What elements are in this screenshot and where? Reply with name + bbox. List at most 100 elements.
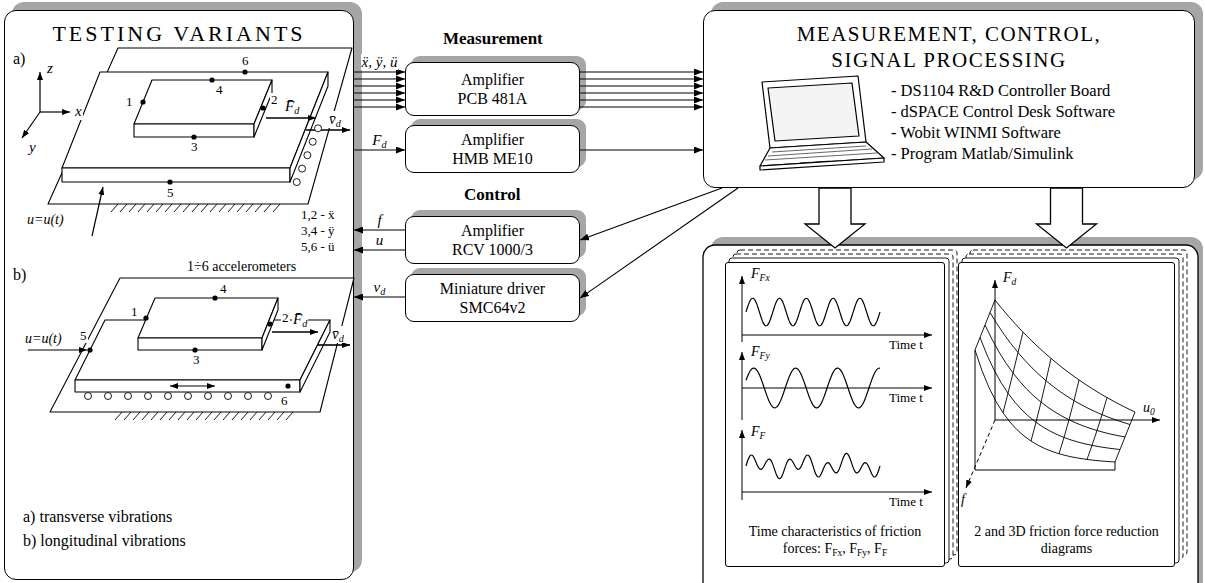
roller-bearing <box>225 393 232 400</box>
list-item: - Wobit WINMI Software <box>891 122 1184 143</box>
time-plot <box>742 352 743 420</box>
testing-rig-a <box>167 179 172 184</box>
callout-number: 1 <box>130 305 139 319</box>
testing-rig-b <box>285 383 290 388</box>
list-item: - Program Matlab/Simulink <box>891 143 1184 164</box>
testing-rig-b <box>28 349 87 350</box>
testing-rig-a <box>134 80 272 124</box>
roller-bearing <box>145 393 152 400</box>
surface-plot <box>995 420 1160 421</box>
signal-arrow <box>354 71 405 72</box>
callout-number: 6 <box>280 394 289 408</box>
ground-hatching <box>228 204 235 212</box>
testing-rig-b <box>143 315 148 320</box>
laptop-icon <box>760 158 884 170</box>
roller-bearing <box>299 165 306 172</box>
signal-label: Fd <box>371 132 387 149</box>
surface-plot <box>975 350 976 470</box>
sensor-note: 3,4 - ÿ <box>300 224 336 238</box>
testing-rig-b <box>138 338 262 350</box>
roller-bearing <box>105 393 112 400</box>
testing-rig-a <box>40 111 70 112</box>
callout-number: 5 <box>166 186 175 200</box>
signal-label: f <box>376 212 382 229</box>
ground-hatching <box>264 204 271 212</box>
chart-caption: Time characteristics of friction forces:… <box>734 524 936 558</box>
roller-bearing <box>85 393 92 400</box>
testing-rig-b <box>75 380 300 392</box>
ground-hatching <box>115 412 122 420</box>
callout-number: 2 <box>281 311 290 325</box>
ground-hatching <box>210 204 217 212</box>
surface-plot <box>966 280 1160 488</box>
ground-hatching <box>151 412 158 420</box>
excitation-label: u=u(t) <box>26 212 65 227</box>
axis-label: z <box>46 60 54 77</box>
testing-rig-b <box>272 331 318 333</box>
axis-label: FF <box>750 424 766 439</box>
callout-number: 2 <box>270 93 279 107</box>
callout-number: 3 <box>192 353 201 367</box>
signal-arrow <box>354 229 405 230</box>
ground-hatching <box>286 412 293 420</box>
testing-rig-b <box>267 321 272 326</box>
box-label: Amplifier HMB ME10 <box>448 130 538 168</box>
time-plot <box>742 388 932 389</box>
variant-caption: a) transverse vibrations <box>22 508 173 526</box>
axis-label: Time t <box>888 495 924 509</box>
signal-label: ẍ, ÿ, ü <box>361 54 399 71</box>
testing-rig-b <box>87 347 92 352</box>
ground-hatching <box>174 204 181 212</box>
roller-bearing <box>125 393 132 400</box>
surface-plot <box>975 470 1115 471</box>
surface-grid <box>975 300 1135 462</box>
axis-label: Time t <box>888 338 924 352</box>
ground-hatching <box>111 204 293 420</box>
signal-arrow <box>580 99 703 100</box>
signal-arrow <box>354 249 405 250</box>
ground-hatching <box>214 412 221 420</box>
ground-hatching <box>187 412 194 420</box>
results-panel <box>711 237 1203 583</box>
surface-grid <box>1115 412 1135 462</box>
testing-rig-a <box>140 69 265 184</box>
roller-bearing <box>165 393 172 400</box>
signal-arrow <box>580 71 703 72</box>
ground-hatching <box>205 412 212 420</box>
testing-rig-b <box>28 332 350 386</box>
surface-grid <box>990 313 1130 425</box>
testing-rig-a <box>209 77 214 82</box>
laptop-icon <box>800 161 830 163</box>
signal-arrow <box>580 92 703 93</box>
time-plot <box>742 430 743 500</box>
testing-rig-b <box>28 278 354 412</box>
testing-rig-a <box>191 134 196 139</box>
surface-grid <box>1087 398 1107 460</box>
driver-box: Miniature driver SMC64v2 <box>405 274 580 322</box>
roller-bearing <box>304 152 311 159</box>
callout-number: 5 <box>79 329 88 343</box>
ground-hatching <box>183 204 190 212</box>
ground-hatching <box>120 204 127 212</box>
testing-rig-a <box>39 72 40 112</box>
roller-bearing <box>265 393 272 400</box>
roller-bearing <box>309 138 316 145</box>
time-plot <box>742 276 932 500</box>
axis-label: f <box>960 492 966 507</box>
axis-label: u0 <box>1142 400 1156 415</box>
ground-hatching <box>178 412 185 420</box>
surface-grid <box>980 338 1120 450</box>
ground-hatching <box>111 204 118 212</box>
amplifier-box: Amplifier PCB 481A <box>405 62 580 116</box>
testing-rig-a <box>48 48 352 204</box>
testing-rig-a <box>140 99 145 104</box>
ground-hatching <box>169 412 176 420</box>
testing-rig-a <box>22 72 350 236</box>
testing-rig-a <box>266 117 316 119</box>
axis-label: y <box>28 139 37 156</box>
testing-rig-a <box>242 69 247 74</box>
sensor-note: 1÷6 accelerometers <box>186 259 297 274</box>
signal-arrow <box>580 78 703 79</box>
variant-caption: b) longitudinal vibrations <box>22 532 187 550</box>
ground-hatching <box>192 204 199 212</box>
